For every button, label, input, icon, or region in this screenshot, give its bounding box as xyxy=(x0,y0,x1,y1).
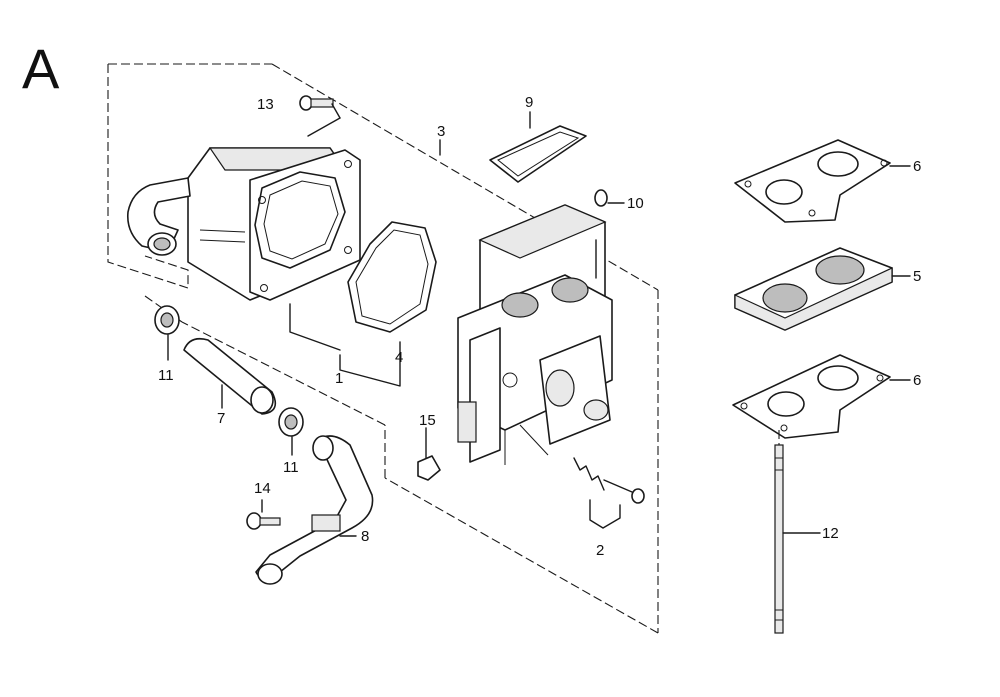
insulator xyxy=(734,247,911,331)
gasket-lower xyxy=(732,354,911,439)
callout-7: 7 xyxy=(217,410,225,427)
callout-12: 12 xyxy=(822,525,839,542)
callout-13: 13 xyxy=(257,96,274,113)
bolt-top xyxy=(299,95,341,137)
callout-9: 9 xyxy=(525,94,533,111)
seal-gasket xyxy=(347,221,437,333)
callout-8: 8 xyxy=(361,528,369,545)
elbow-housing xyxy=(126,147,361,301)
gasket-upper xyxy=(734,139,911,223)
plug xyxy=(594,189,625,207)
clamp-right xyxy=(278,407,304,456)
callouts: 13 9 3 10 6 5 6 4 1 11 7 11 15 14 8 2 12 xyxy=(158,94,921,559)
carburetor xyxy=(457,204,613,465)
callout-2: 2 xyxy=(596,542,604,559)
callout-1: 1 xyxy=(335,370,343,387)
stud xyxy=(774,430,821,634)
callout-4: 4 xyxy=(395,349,403,366)
section-letter: A xyxy=(22,37,60,100)
clip xyxy=(417,455,441,481)
callout-14: 14 xyxy=(254,480,271,497)
callout-5: 5 xyxy=(913,268,921,285)
screw-spring-set xyxy=(573,457,645,529)
gasket-small xyxy=(489,125,587,183)
callout-11-right: 11 xyxy=(283,459,299,476)
clamp-left xyxy=(154,305,180,361)
callout-10: 10 xyxy=(627,195,644,212)
bolt-lower xyxy=(246,499,281,530)
callout-11-left: 11 xyxy=(158,367,174,384)
callout-6-upper: 6 xyxy=(913,158,921,175)
callout-3: 3 xyxy=(437,123,445,140)
callout-15: 15 xyxy=(419,412,436,429)
hose xyxy=(183,337,277,415)
breather-tube xyxy=(255,435,374,585)
leader-lines xyxy=(289,111,531,459)
callout-6-lower: 6 xyxy=(913,372,921,389)
